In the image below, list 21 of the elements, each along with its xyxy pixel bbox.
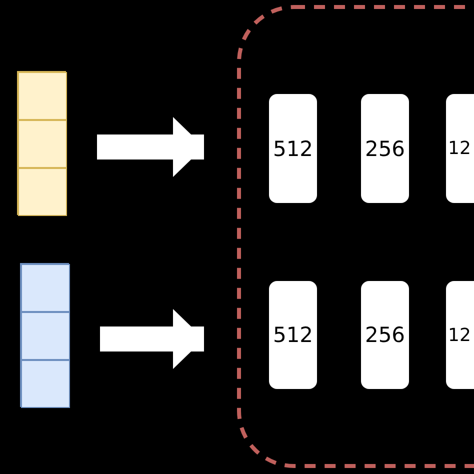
vector-cell [18,168,67,216]
vector-cell [18,72,67,120]
vector-cell [18,120,67,168]
layer-size: 256 [364,136,406,160]
vector-cell [21,360,70,408]
layer-size: 12 [448,324,471,346]
block-arrow [100,309,204,369]
block-arrow [97,117,204,177]
layer-box [361,281,409,389]
input-bar [20,263,69,407]
dashed-group-box [237,5,474,468]
layer-size: 512 [272,136,314,160]
layer-size: 512 [272,323,314,347]
layer-box [269,281,317,389]
layer-size: 256 [364,323,406,347]
input-bar [17,71,66,215]
vector-cell [21,264,70,312]
layer-box [269,94,317,203]
layer-size: 12 [448,138,471,159]
vector-cell [21,312,70,360]
layer-box [361,94,409,203]
